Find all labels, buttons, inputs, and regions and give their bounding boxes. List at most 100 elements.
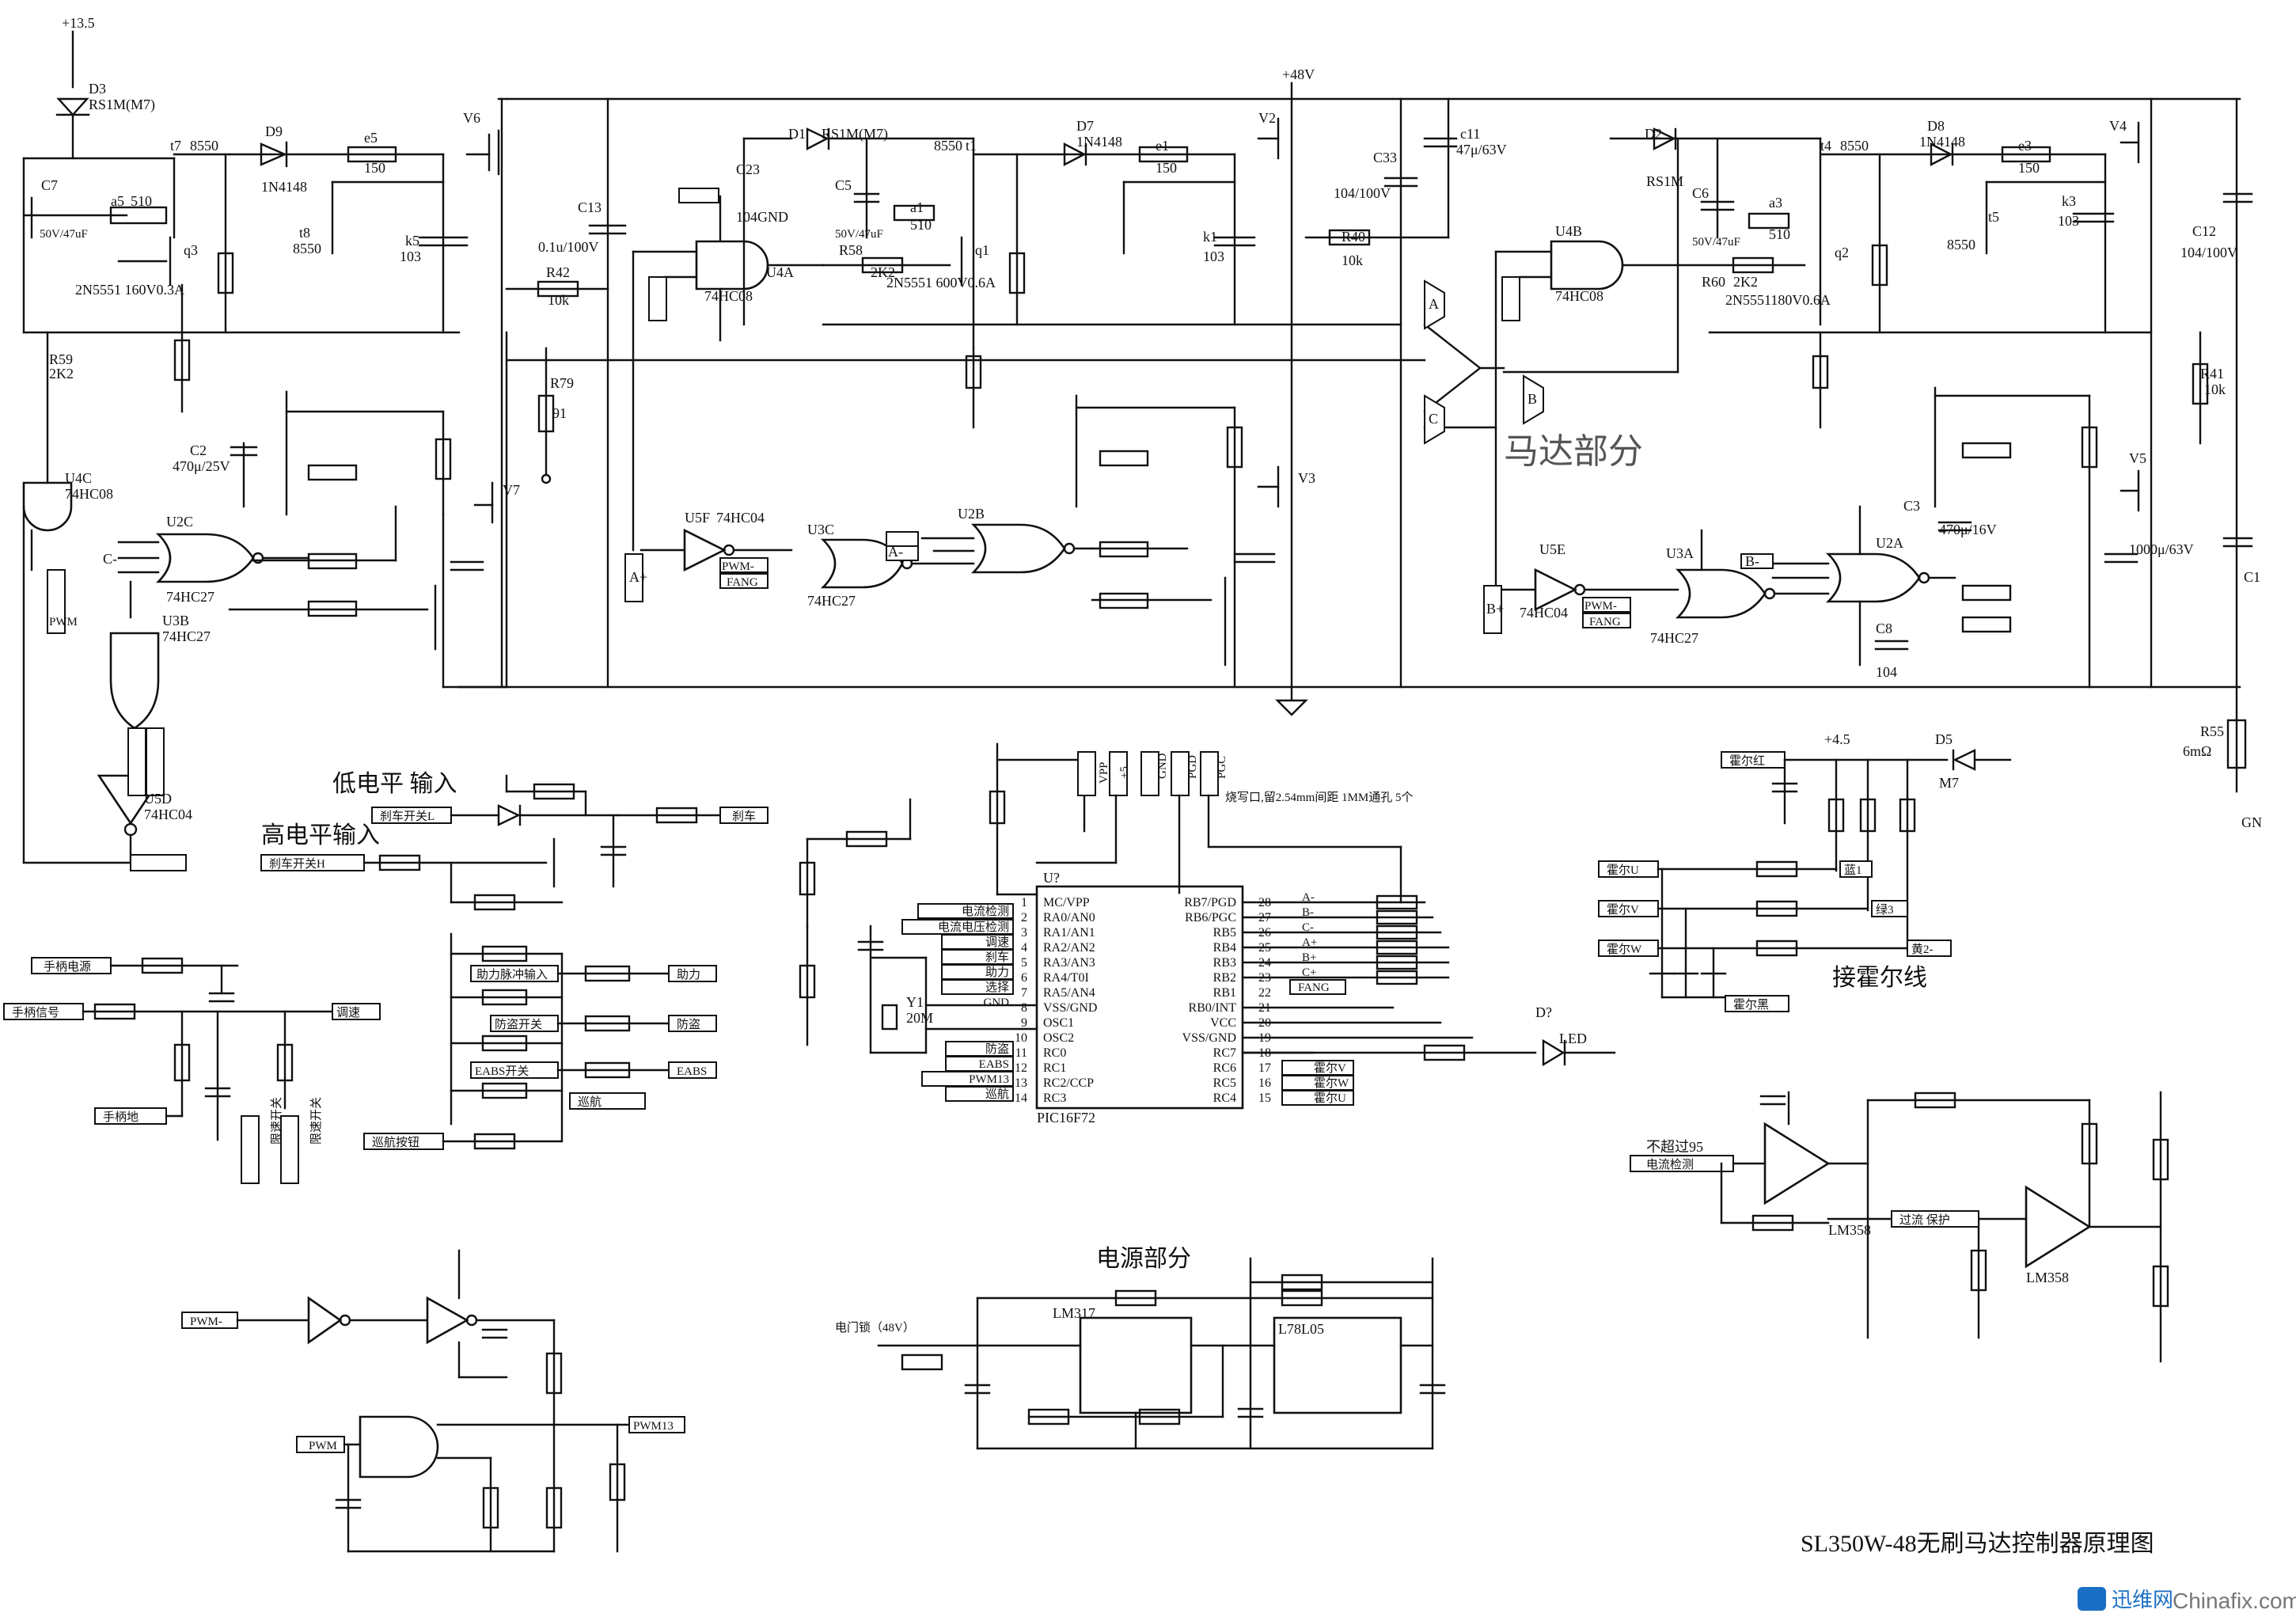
mcu-net-right: 霍尔U: [1314, 1091, 1346, 1105]
gnd-right-label: GN: [2241, 814, 2262, 830]
d7-ref: D7: [1076, 118, 1094, 134]
c5-value: 50V/47uF: [835, 228, 883, 241]
q3-ref: q3: [184, 242, 198, 258]
c23-value: 104GND: [736, 209, 788, 225]
mcu-pin-left-num: 14: [1015, 1091, 1027, 1105]
mcu-pin-left-num: 6: [1021, 971, 1027, 985]
c33-value: 104/100V: [1334, 185, 1391, 201]
power-rails: [457, 82, 2247, 793]
mcu-pin-right-name: RB4: [1213, 941, 1236, 955]
hall-black: 霍尔黑: [1733, 998, 1769, 1012]
v4-ref: V4: [2109, 118, 2127, 134]
t4-value: 8550: [1840, 138, 1869, 154]
mcu-net-right: B+: [1302, 951, 1316, 964]
mcu-pin-left-name: VSS/GND: [1043, 1001, 1097, 1015]
a3-value: 510: [1769, 226, 1790, 242]
labels: +13.5 +48V D3 RS1M(M7) C7 50V/47uF a5 51…: [12, 15, 2262, 1557]
t7-ref: t7: [170, 138, 181, 154]
eabs-sw: EABS开关: [475, 1065, 529, 1078]
d9-value: 1N4148: [261, 179, 307, 195]
d9-ref: D9: [265, 123, 283, 139]
anti-theft-label: 防盗: [677, 1018, 700, 1031]
mcu-pin-left-name: RA5/AN4: [1043, 986, 1095, 1000]
lm358-a: LM358: [1828, 1222, 1871, 1238]
prog-vpp: VPP: [1098, 761, 1110, 784]
hall-w: 霍尔W: [1607, 943, 1642, 956]
mcu-pin-right-name: RB1: [1213, 986, 1236, 1000]
mcu-pin-left-num: 9: [1021, 1016, 1027, 1030]
phase-a-driver: [22, 30, 627, 689]
brake-switch-h: 刹车开关H: [269, 857, 325, 871]
c13-value: 0.1u/100V: [538, 239, 599, 255]
c8-ref: C8: [1876, 621, 1892, 636]
d1-value: RS1M(M7): [822, 126, 888, 142]
mcu-pin-left-name: RA0/AN0: [1043, 911, 1095, 924]
not-exceed-label: 不超过95: [1646, 1139, 1703, 1155]
phase-c-logic: [624, 188, 1094, 602]
mcu-pin-left-name: RA2/AN2: [1043, 941, 1095, 955]
osc-value: 20M: [906, 1010, 933, 1026]
d2-value: RS1M: [1646, 173, 1683, 189]
anti-theft-sw: 防盗开关: [495, 1018, 542, 1031]
e5-value: 150: [364, 160, 385, 176]
lm317-label: LM317: [1053, 1305, 1095, 1321]
v7-ref: V7: [503, 482, 520, 498]
mcu-pin-right-name: RB5: [1213, 926, 1236, 940]
mcu-net-left: 电流电压检测: [938, 921, 1009, 934]
power-section-label: 电源部分: [1096, 1246, 1191, 1272]
power-supply: [877, 1257, 1446, 1450]
gate-u3c-type: 74HC27: [807, 593, 856, 609]
c7-ref: C7: [41, 177, 58, 193]
gate-u4c-type: 74HC08: [65, 486, 113, 502]
gate-u3c: U3C: [807, 522, 834, 537]
d5-value: M7: [1939, 775, 1959, 791]
prog-gnd: GND: [1156, 753, 1169, 779]
c6-ref: C6: [1692, 185, 1709, 201]
d3-ref: D3: [89, 81, 106, 97]
gate-u5f-type: 74HC04: [716, 510, 765, 526]
k3-value: 103: [2058, 213, 2079, 229]
gate-u5f: U5F: [685, 510, 710, 526]
mcu-net-left: 防盗: [985, 1042, 1009, 1056]
t7-value: 8550: [190, 138, 218, 154]
mcu-pin-right-num: 25: [1258, 941, 1271, 955]
gate-u3a-type: 74HC27: [1650, 630, 1698, 646]
mcu-pin-left-num: 13: [1015, 1076, 1027, 1090]
mcu-net-left: 调速: [985, 936, 1009, 949]
led-label: LED: [1559, 1031, 1587, 1046]
brake-switch-l: 刹车开关L: [380, 810, 435, 823]
r58-ref: R58: [839, 242, 863, 258]
v3-ref: V3: [1298, 470, 1315, 486]
mcu-net-right: A-: [1302, 891, 1315, 904]
e1-value: 150: [1156, 160, 1177, 176]
pwm-lower: PWM: [309, 1440, 337, 1452]
e1-ref: e1: [1156, 138, 1169, 154]
pwm13-lower: PWM13: [633, 1420, 674, 1433]
signal-fang-b: FANG: [1589, 616, 1621, 628]
q1-ref: q1: [975, 242, 989, 258]
v2-ref: V2: [1258, 110, 1276, 126]
d1-ref: D1: [788, 126, 806, 142]
signal-a: A: [1429, 296, 1439, 312]
r42-ref: R42: [546, 264, 570, 280]
rail-4v5-label: +4.5: [1824, 731, 1850, 747]
speed-label: 调速: [336, 1006, 360, 1019]
t8-value: 8550: [293, 241, 321, 256]
gate-u2a: U2A: [1876, 535, 1903, 551]
mcu-pic16f72: [799, 742, 1616, 1110]
handle-gnd: 手柄地: [103, 1110, 139, 1124]
k1-value: 103: [1203, 249, 1224, 264]
elock-label: 电门锁（48V）: [835, 1321, 915, 1334]
pwm-minus-lower: PWM-: [190, 1315, 222, 1328]
mcu-pin-right-name: VCC: [1210, 1016, 1236, 1030]
d5-ref: D5: [1935, 731, 1953, 747]
phase-b-logic: [1483, 505, 1956, 666]
mcu-net-left: 电流检测: [962, 905, 1009, 918]
mcu-net-right: 霍尔V: [1314, 1061, 1346, 1075]
mcu-pin-right-name: RB0/INT: [1189, 1001, 1237, 1015]
gate-u5d-type: 74HC04: [144, 807, 192, 822]
mcu-net-right: C-: [1302, 921, 1314, 934]
k3-ref: k3: [2062, 193, 2076, 209]
v6-ref: V6: [463, 110, 480, 126]
